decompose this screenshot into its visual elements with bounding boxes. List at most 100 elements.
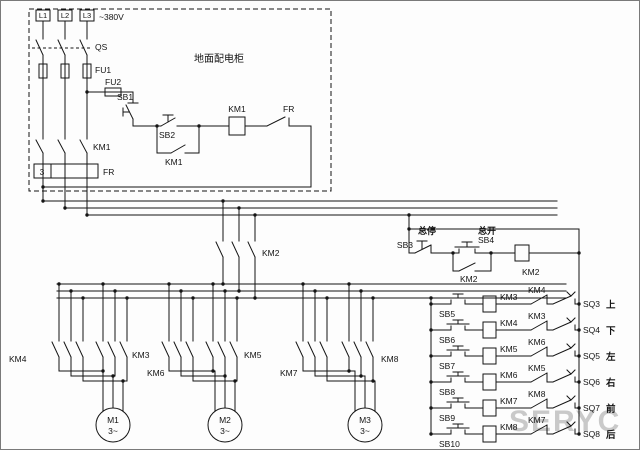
label-sb1: SB1 [117, 92, 133, 102]
branch3-wires [302, 283, 376, 412]
label-qs: QS [95, 42, 108, 52]
rung4-limit-label: SQ6 [583, 377, 600, 387]
qs-switch-symbol [35, 39, 88, 56]
rung2-direction-label: 下 [606, 326, 616, 337]
label-fr: FR [103, 167, 114, 177]
rung2-limit-label: SQ4 [583, 325, 600, 335]
rung1-button-label: SB5 [439, 309, 455, 319]
sb3-stop-button-symbol [414, 240, 432, 254]
rung1-limit-switch [552, 291, 576, 305]
rung-3: SB7 KM5 KM6 SQ5 左 [430, 337, 616, 371]
label-group1-left: KM4 [9, 354, 27, 364]
label-stop-caption: 总停 [418, 225, 436, 236]
control-wires [42, 91, 312, 188]
rung4-coil-symbol [482, 373, 497, 391]
fr-overload-box [33, 163, 99, 179]
bus-lower [56, 283, 567, 299]
rung3-button-label: SB7 [439, 361, 455, 371]
fu1-fuse-symbol [82, 63, 92, 79]
rung4-direction-label: 右 [605, 377, 616, 389]
rung1-direction-label: 上 [606, 299, 616, 311]
rung5-coil-label: KM7 [500, 396, 518, 406]
fr-contact-symbol [266, 116, 290, 127]
rung-4: SB8 KM6 KM5 SQ6 右 [430, 363, 616, 397]
rung-2: SB6 KM4 KM3 SQ4 下 [430, 311, 616, 345]
rung1-coil-symbol [482, 295, 497, 313]
phase-wires [42, 20, 88, 216]
rung4-button-symbol [446, 371, 470, 383]
rung6-button-label: SB10 [439, 439, 460, 449]
rung2-coil-label: KM4 [500, 318, 518, 328]
junction-dots [41, 90, 581, 436]
rung3-button-symbol [446, 345, 470, 357]
motor-1-symbol [95, 407, 131, 443]
rung4-coil-label: KM6 [500, 370, 518, 380]
control-circuit-top: FU2 SB1 SB2 KM1 KM1 FR [42, 77, 312, 188]
label-fr-count: 3 [40, 167, 45, 177]
rung6-limit-label: SQ8 [583, 429, 600, 439]
km2-coil-symbol [514, 244, 530, 262]
branch3-contacts [295, 341, 374, 358]
label-fr-contact: FR [283, 104, 294, 114]
label-km1-coil: KM1 [228, 104, 246, 114]
rung-1: SB5 KM3 KM4 SQ3 上 [430, 285, 616, 319]
sb4-start-button-symbol [454, 241, 480, 254]
rung4-interlock-label: KM5 [528, 363, 546, 373]
sb2-button-symbol [160, 114, 176, 127]
master-wires [408, 214, 580, 435]
rung5-coil-symbol [482, 399, 497, 417]
label-l2: L2 [61, 11, 69, 20]
rung4-limit-switch [552, 369, 576, 383]
km2-main-contacts [215, 241, 256, 258]
rung3-interlock-contact [530, 346, 548, 357]
sb1-button-symbol [122, 102, 139, 120]
label-fu2: FU2 [105, 77, 121, 87]
cabinet-border [28, 8, 332, 192]
label-group3-right: KM8 [381, 354, 399, 364]
motor-branch-1: KM4 KM3 M1 3~ [9, 283, 150, 443]
rung4-button-label: SB8 [439, 387, 455, 397]
rung-6: SB10 KM8 KM7 SQ8 后 [430, 415, 616, 449]
rung5-limit-switch [552, 395, 576, 409]
motor-3-name: M3 [359, 415, 371, 425]
rung6-limit-switch [552, 421, 576, 435]
label-km2-aux: KM2 [460, 274, 478, 284]
label-sb3: SB3 [397, 240, 413, 250]
label-group2-left: KM6 [147, 368, 165, 378]
label-group2-right: KM5 [244, 350, 262, 360]
label-sb4: SB4 [478, 235, 494, 245]
motor-branch-3: KM7 KM8 M3 3~ [280, 283, 399, 443]
rung1-coil-label: KM3 [500, 292, 518, 302]
motor-1-phase: 3~ [108, 426, 118, 436]
fu2-fuse-symbol [104, 87, 122, 97]
watermark: SERYC [509, 405, 621, 438]
cabinet-outline: 地面配电柜 [28, 8, 332, 192]
km1-coil-symbol [228, 116, 246, 136]
rung5-interlock-contact [530, 398, 548, 409]
rung4-interlock-contact [530, 372, 548, 383]
fu1-fuse-symbol [38, 63, 48, 79]
label-l3: L3 [83, 11, 91, 20]
motor-2-name: M2 [219, 415, 231, 425]
rung-5: SB9 KM7 KM8 SQ7 前 [430, 389, 616, 423]
label-fu1: FU1 [95, 65, 111, 75]
km2-main-section: KM2 [215, 200, 280, 299]
motor-1-name: M1 [107, 415, 119, 425]
rung2-button-label: SB6 [439, 335, 455, 345]
rung3-coil-label: KM5 [500, 344, 518, 354]
rung2-coil-symbol [482, 321, 497, 339]
rung5-button-label: SB9 [439, 413, 455, 423]
label-sb2: SB2 [159, 130, 175, 140]
km2-aux-contact [458, 262, 476, 272]
km2-drop-wires [222, 200, 256, 299]
branch1-wires [58, 283, 128, 412]
bus-top [42, 200, 558, 216]
rung3-direction-label: 左 [605, 351, 616, 363]
motor-3-phase: 3~ [360, 426, 370, 436]
rung1-limit-label: SQ3 [583, 299, 600, 309]
rung1-button-symbol [446, 293, 470, 305]
motor-3-symbol [347, 407, 383, 443]
label-km1-main: KM1 [93, 142, 111, 152]
incoming-supply: L1 L2 L3 ~380V QS FU1 KM1 3 FR [32, 9, 124, 216]
